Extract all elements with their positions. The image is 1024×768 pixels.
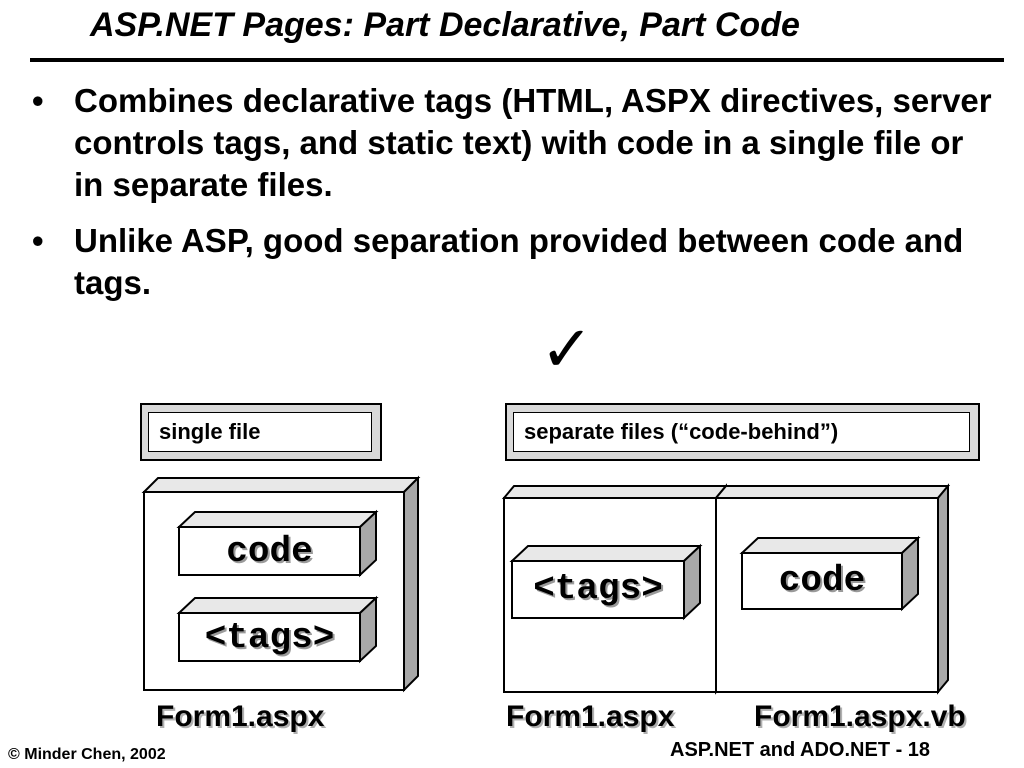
separate-files-label-bar: separate files (“code-behind”) — [505, 403, 980, 461]
bullet-item: • Combines declarative tags (HTML, ASPX … — [28, 80, 998, 206]
single-code-label: code — [226, 531, 313, 572]
single-tags-label: <tags> — [204, 617, 335, 658]
bullet-item: • Unlike ASP, good separation provided b… — [28, 220, 998, 304]
title-rule — [30, 58, 1004, 62]
page-number-footer: ASP.NET and ADO.NET - 18 — [670, 739, 931, 761]
bullet-text: Combines declarative tags (HTML, ASPX di… — [74, 82, 992, 203]
single-file-label-bar: single file — [140, 403, 382, 461]
separate-code-label: code — [778, 560, 866, 601]
single-file-label: single file — [148, 412, 372, 452]
bullet-text: Unlike ASP, good separation provided bet… — [74, 222, 964, 301]
slide-title: ASP.NET Pages: Part Declarative, Part Co… — [90, 6, 800, 44]
copyright-footer: © Minder Chen, 2002 — [8, 746, 166, 763]
single-file-box — [141, 475, 421, 693]
separate-files-label: separate files (“code-behind”) — [513, 412, 970, 452]
separate-tags-label: <tags> — [533, 568, 663, 609]
bullet-dot: • — [32, 82, 44, 119]
checkmark-icon: ✓ — [540, 313, 594, 387]
separate-vb-caption: Form1.aspx.vb — [754, 700, 966, 733]
bullet-list: • Combines declarative tags (HTML, ASPX … — [28, 80, 998, 318]
single-file-caption: Form1.aspx — [156, 700, 325, 733]
bullet-dot: • — [32, 222, 44, 259]
separate-aspx-caption: Form1.aspx — [506, 700, 675, 733]
